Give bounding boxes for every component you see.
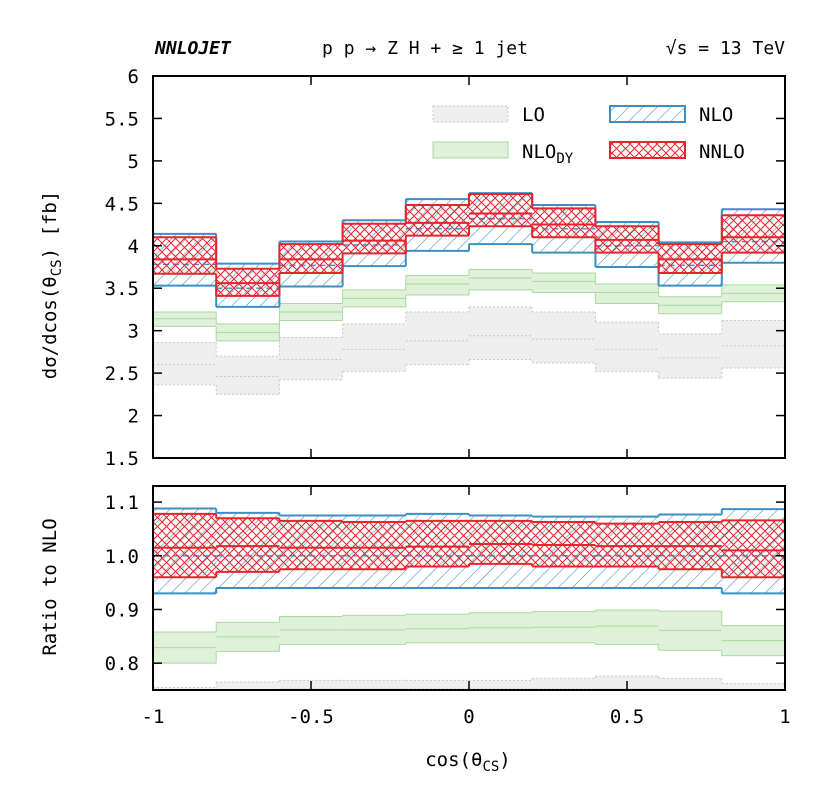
main-band-nlo_dy-6: [532, 272, 596, 293]
main-band-nnlo-6: [532, 208, 596, 238]
legend-label-lo: LO: [522, 104, 545, 126]
main-series-nlo-dy: [153, 269, 785, 342]
ratio-y-axis-label: Ratio to NLO: [39, 518, 61, 655]
main-band-lo-9: [721, 320, 785, 369]
ratio-series-lo: [153, 675, 785, 690]
legend-swatch-lo: [432, 105, 509, 123]
ratio-band-lo-8: [658, 678, 722, 690]
ratio-band-lo-3: [342, 680, 406, 690]
ratio-band-lo-4: [405, 680, 469, 690]
main-ytick-label-8: 5.5: [105, 108, 139, 130]
main-band-lo-1: [216, 356, 280, 395]
main-ytick-label-3: 3: [128, 321, 139, 343]
x-axis-label: cos(θCS): [425, 749, 511, 775]
xtick-label-4: 1: [779, 706, 790, 728]
main-band-lo-4: [405, 311, 469, 365]
ratio-band-nlo_dy-2: [279, 616, 343, 645]
main-band-nnlo-4: [405, 205, 469, 236]
main-series-lo: [153, 306, 785, 395]
main-band-nnlo-0: [153, 237, 217, 274]
legend-swatch-nlo: [609, 105, 686, 123]
xlabel-main: cos(θ: [425, 749, 482, 771]
ratio-band-nnlo-3: [342, 521, 406, 570]
main-ylabel-sub: CS: [49, 259, 65, 276]
legend-label-nlo: NLO: [699, 104, 733, 126]
ratio-band-nnlo-7: [595, 523, 659, 567]
main-band-nlo_dy-4: [405, 275, 469, 296]
main-series-nnlo: [153, 192, 785, 297]
generator-label: NNLOJET: [154, 38, 232, 59]
main-band-nnlo-5: [469, 193, 533, 227]
ratio-band-lo-9: [721, 683, 785, 690]
ratio-band-nlo_dy-7: [595, 610, 659, 645]
xtick-label-1: -0.5: [288, 706, 334, 728]
main-band-lo-7: [595, 322, 659, 372]
main-ytick-label-6: 4.5: [105, 193, 139, 215]
ratio-band-lo-5: [469, 680, 533, 690]
main-ytick-label-1: 2: [128, 406, 139, 428]
xtick-label-0: -1: [142, 706, 165, 728]
main-band-lo-8: [658, 334, 722, 379]
legend-swatch-nlody: [432, 141, 509, 159]
ratio-ytick-label-0: 0.8: [105, 653, 139, 675]
legend-label-nnlo: NNLO: [699, 141, 745, 163]
main-ytick-label-2: 2.5: [105, 363, 139, 385]
main-ytick-label-4: 3.5: [105, 278, 139, 300]
main-band-nlo_dy-7: [595, 283, 659, 304]
ratio-ytick-label-3: 1.1: [105, 492, 139, 514]
main-band-lo-2: [279, 337, 343, 380]
legend-swatch-nnlo: [609, 141, 686, 159]
main-ytick-label-9: 6: [128, 66, 139, 88]
ratio-series-nnlo: [153, 512, 785, 579]
ratio-panel: 0.8 0.9 1.0 1.1 -1 -0.5 0 0.5 1: [105, 485, 791, 728]
main-band-nnlo-3: [342, 223, 406, 254]
main-band-lo-5: [469, 306, 533, 360]
main-ytick-label-7: 5: [128, 151, 139, 173]
xtick-label-3: 0.5: [610, 706, 644, 728]
ratio-band-nnlo-9: [721, 520, 785, 578]
ratio-plot-area: [153, 507, 785, 690]
ratio-band-lo-1: [216, 681, 280, 690]
main-ylabel-main: dσ/dcos(θ: [39, 276, 61, 379]
main-ylabel-tail: ) [fb]: [39, 191, 61, 260]
process-label: p p → Z H + ≥ 1 jet: [322, 38, 528, 59]
main-ytick-label-0: 1.5: [105, 448, 139, 470]
ratio-band-lo-0: [153, 687, 217, 690]
main-band-lo-0: [153, 342, 217, 385]
xlabel-tail: ): [499, 749, 510, 771]
ratio-ytick-label-2: 1.0: [105, 546, 139, 568]
main-panel: 1.5 2 2.5 3 3.5 4 4.5 5 5.5 6: [105, 66, 786, 470]
legend-nlody-main: NLO: [522, 141, 556, 163]
ratio-band-nnlo-5: [469, 520, 533, 564]
xtick-label-2: 0: [463, 706, 474, 728]
energy-label: √s = 13 TeV: [666, 38, 785, 59]
legend-nlody-sub: DY: [556, 151, 573, 167]
ratio-ytick-label-1: 0.9: [105, 599, 139, 621]
ratio-band-nnlo-0: [153, 513, 217, 578]
ratio-band-nnlo-1: [216, 518, 280, 572]
ratio-band-nnlo-2: [279, 520, 343, 570]
main-band-lo-3: [342, 323, 406, 372]
main-band-nlo_dy-5: [469, 269, 533, 290]
legend: LO NLODY NLO NNLO: [432, 104, 745, 167]
main-plot-area: [153, 192, 785, 395]
main-band-lo-6: [532, 311, 596, 363]
legend-label-nlody: NLODY: [522, 141, 574, 167]
main-band-nnlo-9: [721, 215, 785, 253]
main-ytick-label-5: 4: [128, 236, 139, 258]
ratio-series-nlo-dy: [153, 609, 785, 664]
ratio-band-lo-6: [532, 678, 596, 690]
xlabel-sub: CS: [482, 759, 499, 775]
ratio-band-nnlo-4: [405, 520, 469, 567]
main-y-axis-label: dσ/dcos(θCS) [fb]: [39, 191, 65, 379]
figure-header: NNLOJET p p → Z H + ≥ 1 jet √s = 13 TeV: [154, 38, 785, 59]
